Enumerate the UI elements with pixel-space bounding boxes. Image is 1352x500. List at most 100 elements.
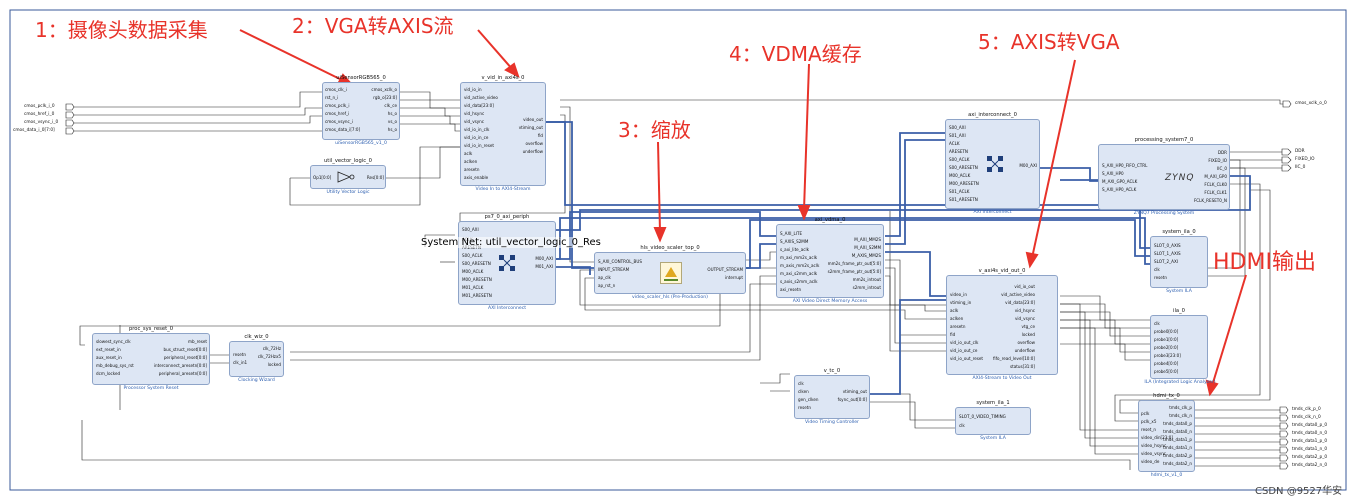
block-subtitle-ila1: System ILA: [980, 436, 1006, 441]
pin-ps7-out-4: FCLK_CLK0: [1204, 182, 1227, 187]
pin-ui-in-4: cmos_vsync_i: [325, 119, 353, 124]
port-cmos-vsync[interactable]: cmos_vsync_i_0: [24, 120, 59, 125]
pin-vin-out-1: vtiming_out: [518, 125, 543, 130]
pin-ila-in-1: probe0[0:0]: [1154, 329, 1179, 334]
block-proc-sys-reset[interactable]: [92, 333, 210, 385]
pin-ila-in-4: probe3[23:0]: [1154, 353, 1181, 358]
pin-ps7p-out-0: M00_AXI: [535, 256, 553, 261]
pin-ila1-in-1: clk: [959, 423, 965, 428]
pin-hdmi-out-6: tmds_data2_p: [1163, 453, 1192, 458]
block-title-ila1: system_ila_1: [976, 400, 1010, 406]
port-cmos-href[interactable]: cmos_href_i_0: [24, 112, 55, 117]
pin-vdma-in-3: m_axi_mm2s_aclk: [780, 255, 818, 260]
block-subtitle-ps7p: AXI Interconnect: [487, 306, 527, 311]
pin-vout-in-6: vid_io_out_clk: [950, 340, 979, 345]
block-uisensor[interactable]: [322, 82, 400, 140]
pin-ui-out-2: clk_ce: [384, 103, 397, 108]
block-vid-in-axi4s[interactable]: [460, 82, 546, 186]
pin-axic-in-3: ARESETN: [949, 149, 968, 154]
pin-ui-in-0: cmos_clk_i: [325, 87, 347, 92]
pin-hdmi-out-7: tmds_data2_n: [1163, 461, 1192, 466]
annotation-axis-to-vga: 5：AXIS转VGA: [978, 30, 1120, 54]
pin-vdma-in-0: S_AXI_LITE: [780, 231, 803, 236]
block-title-hdmi: hdmi_tx_0: [1153, 393, 1180, 399]
port-cmos-data[interactable]: cmos_data_i_0[7:0]: [13, 128, 55, 133]
block-subtitle-vtc: Video Timing Controller: [805, 420, 859, 425]
block-video-timing-controller[interactable]: [794, 375, 870, 419]
port-tmds-data1-p[interactable]: tmds_data1_p_0: [1292, 439, 1328, 444]
block-clk-wiz[interactable]: [229, 341, 284, 377]
pin-hdmi-out-0: tmds_clk_p: [1169, 405, 1192, 410]
pin-vin-in-11: axis_enable: [464, 175, 489, 180]
pin-ps7-out-6: FCLK_RESET0_N: [1193, 198, 1227, 203]
port-cmos-pclk[interactable]: cmos_pclk_i_0: [24, 104, 55, 109]
pin-ila-in-5: probe4[0:0]: [1154, 361, 1179, 366]
pin-vin-in-3: vid_hsync: [464, 111, 485, 116]
block-title-hls: hls_video_scaler_top_0: [640, 245, 700, 251]
pin-vdma-out-6: s2mm_introut: [852, 285, 881, 290]
block-processing-system7[interactable]: [1098, 144, 1230, 210]
pin-vout-in-3: aclken: [950, 316, 964, 321]
crossbar-icon: [499, 255, 515, 271]
pin-uvl-in: Op1[0:0]: [313, 175, 332, 180]
annotation-vga-to-axis: 2：VGA转AXIS流: [292, 14, 454, 38]
block-title-ps7p: ps7_0_axi_periph: [484, 214, 530, 220]
annotation-scaling: 3：缩放: [618, 118, 691, 142]
pin-rst-out-1: bus_struct_reset[0:0]: [163, 347, 207, 352]
block-system-ila-0[interactable]: [1150, 236, 1208, 288]
block-axi-interconnect[interactable]: [945, 119, 1040, 209]
pin-ui-out-3: hs_o: [387, 111, 397, 116]
pin-rst-in-1: ext_reset_in: [96, 347, 121, 352]
block-title-uvl: util_vector_logic_0: [324, 158, 372, 164]
pin-vout-in-8: vid_io_out_reset: [950, 356, 984, 361]
pin-vout-out-4: vid_vsync: [1014, 316, 1035, 321]
pin-vdma-out-2: M_AXIS_MM2S: [851, 253, 881, 258]
block-subtitle-vdma: AXI Video Direct Memory Access: [792, 299, 868, 304]
port-tmds-clk-p[interactable]: tmds_clk_p_0: [1292, 407, 1321, 412]
pin-axic-in-4: S00_ACLK: [949, 157, 970, 162]
pin-axic-in-1: S01_AXI: [949, 133, 966, 138]
pin-ps7p-out-1: M01_AXI: [535, 264, 553, 269]
port-ddr[interactable]: DDR: [1295, 149, 1305, 154]
pin-hdmi-out-4: tmds_data1_p: [1163, 437, 1192, 442]
pin-rst-out-2: peripheral_reset[0:0]: [163, 355, 207, 360]
block-title-ila0: system_ila_0: [1162, 229, 1196, 235]
block-subtitle-ila: ILA (Integrated Logic Analyzer): [1144, 380, 1216, 385]
port-tmds-data1-n[interactable]: tmds_data1_n_0: [1292, 447, 1328, 452]
port-tmds-data0-p[interactable]: tmds_data0_p_0: [1292, 423, 1328, 428]
pin-hdmi-out-5: tmds_data1_n: [1163, 445, 1192, 450]
block-axi4s-vid-out[interactable]: [946, 275, 1058, 375]
port-iic[interactable]: IIC_0: [1295, 165, 1306, 170]
pin-vin-in-10: aresetn: [464, 167, 480, 172]
pin-ps7-out-3: M_AXI_GP0: [1204, 174, 1227, 179]
pin-vout-out-5: vtg_ce: [1021, 324, 1035, 329]
pin-axic-in-7: M00_ARESETN: [949, 181, 979, 186]
pin-ui-out-4: vs_o: [387, 119, 397, 124]
pin-hdmi-in-2: reset_n: [1141, 427, 1157, 432]
port-tmds-data0-n[interactable]: tmds_data0_n_0: [1292, 431, 1328, 436]
block-hdmi-tx[interactable]: [1138, 400, 1195, 472]
pin-ps7-in-2: M_AXI_GP0_ACLK: [1102, 179, 1138, 184]
port-cmos-xclk[interactable]: cmos_xclk_o_0: [1295, 101, 1327, 106]
port-tmds-clk-n[interactable]: tmds_clk_n_0: [1292, 415, 1321, 420]
pin-vout-out-8: underflow: [1014, 348, 1035, 353]
block-title-vtc: v_tc_0: [823, 368, 841, 374]
block-util-vector-logic[interactable]: [310, 165, 386, 189]
port-tmds-data2-p[interactable]: tmds_data2_p_0: [1292, 455, 1328, 460]
port-fixed-io[interactable]: FIXED_IO: [1295, 157, 1315, 162]
block-title-vout: v_axi4s_vid_out_0: [978, 268, 1026, 274]
block-ila-0[interactable]: [1150, 315, 1208, 379]
block-axi-vdma[interactable]: [776, 224, 884, 298]
pin-vin-in-4: vid_vsync: [464, 119, 485, 124]
pin-vin-in-7: vid_io_in_reset: [464, 143, 495, 148]
block-system-ila-1[interactable]: [955, 407, 1031, 435]
pin-hdmi-out-1: tmds_clk_n: [1169, 413, 1192, 418]
pin-clk-out-1: clk_72Hzx5: [257, 354, 281, 359]
port-tmds-data2-n[interactable]: tmds_data2_n_0: [1292, 463, 1328, 468]
pin-axic-in-6: M00_ACLK: [949, 173, 971, 178]
pin-ps7-out-1: FIXED_IO: [1208, 158, 1227, 163]
pin-hdmi-out-2: tmds_data0_p: [1163, 421, 1192, 426]
pin-vdma-out-3: mm2s_frame_ptr_out[5:0]: [827, 261, 881, 266]
pin-clk-in-1: clk_in1: [233, 360, 248, 365]
pin-ps7p-in-4: S00_ARESETN: [462, 261, 491, 266]
